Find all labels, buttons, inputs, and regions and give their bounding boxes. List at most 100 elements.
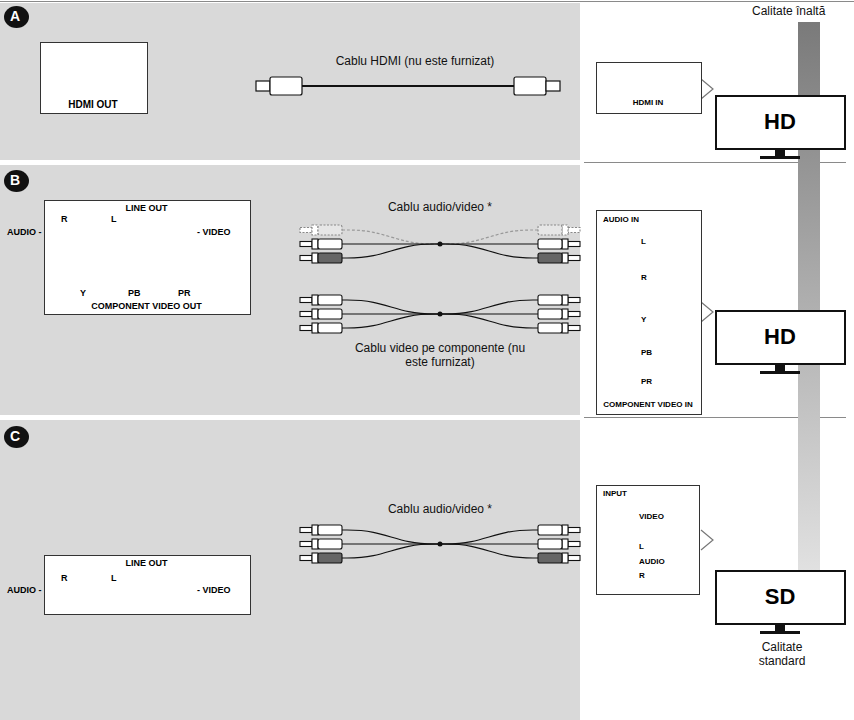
cable-caption: Cablu HDMI (nu este furnizat) <box>300 54 530 68</box>
rca-plug <box>568 312 580 317</box>
rca-plug <box>538 525 580 535</box>
jack-label: AUDIO - <box>7 586 42 596</box>
jack-label: PR <box>178 289 191 299</box>
callout-wedges <box>701 79 713 99</box>
rca-plug <box>300 242 312 247</box>
rca-plug <box>538 295 580 305</box>
tv-stands <box>760 631 800 634</box>
rca-plug <box>312 323 318 333</box>
rca-plug <box>562 553 568 563</box>
jack-label: VIDEO <box>639 513 664 522</box>
tv-stands <box>775 625 785 631</box>
rca-plug <box>538 239 562 249</box>
cable-wire <box>342 530 440 544</box>
rca-plug <box>300 256 312 261</box>
tv-screen: HD <box>715 95 846 150</box>
hdmi-cable <box>514 77 546 95</box>
cable-wire <box>342 230 440 244</box>
jack-label: AUDIO <box>639 558 665 567</box>
row-grounds <box>0 3 580 720</box>
section-letter-text: B <box>4 173 26 188</box>
rca-plug <box>318 295 342 305</box>
cable-joint <box>438 242 443 247</box>
rca-plug <box>312 539 318 549</box>
rca-plug <box>312 239 318 249</box>
tv-stands <box>775 365 785 371</box>
section-letter: A <box>4 6 29 28</box>
line-out-panel: LINE OUTAUDIO -RL- VIDEO <box>44 555 251 615</box>
separator-lines <box>0 1 854 2</box>
jack-label: PR <box>641 378 652 387</box>
rca-plug <box>568 256 580 261</box>
jack-label: LINE OUT <box>45 204 248 214</box>
callout-wedges <box>701 530 713 550</box>
hdmi-cable <box>256 77 560 95</box>
rca-plug <box>300 553 342 563</box>
rca-plug <box>538 539 580 549</box>
rca-plug <box>538 539 562 549</box>
rca-plug <box>538 253 580 263</box>
tv-stands <box>760 150 800 634</box>
cable-wire <box>440 230 538 244</box>
cable-wire <box>342 244 440 258</box>
rca-plug <box>568 298 580 303</box>
jack-label: L <box>111 574 117 584</box>
jack-label: R <box>61 574 68 584</box>
rca-plug <box>312 295 318 305</box>
rca-plug <box>568 228 580 233</box>
rca-plug <box>300 528 312 533</box>
rca-plug <box>312 553 318 563</box>
jack-label: Y <box>641 316 646 325</box>
av-cable <box>300 525 580 563</box>
rca-plug <box>312 253 318 263</box>
rca-plug <box>300 253 342 263</box>
rca-plug <box>562 225 568 235</box>
cable-wire <box>342 314 440 328</box>
rca-plug <box>300 556 312 561</box>
tv-stands <box>775 150 785 156</box>
jack-label: INPUT <box>603 490 627 499</box>
jack-label: PB <box>641 349 652 358</box>
cable-wire <box>342 544 440 558</box>
jack-label: Y <box>80 289 86 299</box>
jack-label: L <box>111 215 117 225</box>
cable-wire <box>342 300 440 314</box>
screen-label: HD <box>717 110 843 134</box>
hdmi-out-panel: HDMI OUT <box>40 42 148 114</box>
cable-wire <box>440 530 538 544</box>
rca-plug <box>318 239 342 249</box>
cable-joint <box>438 542 443 547</box>
hdmi-cable <box>302 85 514 87</box>
rca-plug <box>538 309 580 319</box>
row-grounds <box>0 420 580 720</box>
rca-plug <box>300 295 342 305</box>
jack-label: HDMI OUT <box>41 99 145 110</box>
scale-label: Calitate înaltă <box>752 4 825 18</box>
jack-label: R <box>61 215 68 225</box>
jack-label: - VIDEO <box>197 586 231 596</box>
rca-plug <box>538 239 580 249</box>
rca-plug <box>538 309 562 319</box>
rca-plug <box>312 525 318 535</box>
rca-plug <box>538 553 580 563</box>
rca-plug <box>562 525 568 535</box>
cable-wire <box>440 244 538 258</box>
rca-plug <box>568 556 580 561</box>
rca-plug <box>312 225 318 235</box>
jack-label: COMPONENT VIDEO OUT <box>45 302 248 312</box>
cable-wire <box>440 314 538 328</box>
tv-screen: HD <box>715 310 846 365</box>
rca-plug <box>300 539 342 549</box>
row-grounds <box>0 3 580 160</box>
callout-wedges <box>701 79 713 550</box>
cable-caption: Cablu audio/video * <box>330 200 550 214</box>
rca-plug <box>300 309 342 319</box>
rca-plug <box>538 225 562 235</box>
cable-wire <box>440 300 538 314</box>
rca-plug <box>318 323 342 333</box>
hdmi-cable <box>270 77 302 95</box>
rca-plug <box>538 253 562 263</box>
screen-label: SD <box>717 585 843 609</box>
cable-wire <box>440 544 538 558</box>
